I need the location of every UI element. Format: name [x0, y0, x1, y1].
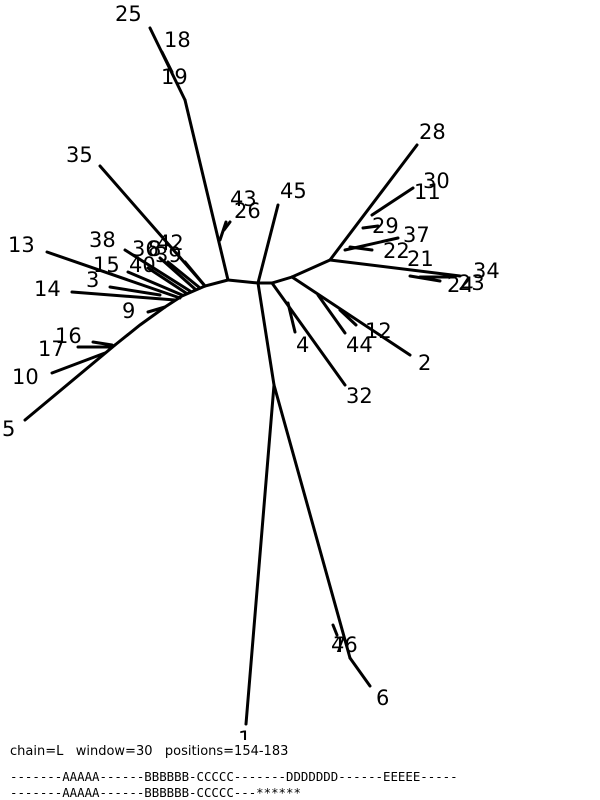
leaf-label-32: 32 [346, 384, 373, 408]
leaf-label-39: 39 [155, 243, 182, 267]
leaf-label-29: 29 [372, 214, 399, 238]
branch-9 [146, 305, 167, 314]
branch-18 [160, 50, 174, 74]
leaf-label-47: 7 [333, 633, 346, 657]
branch-long [256, 281, 276, 387]
leaf-label-3: 3 [86, 268, 99, 292]
branch-37 [343, 236, 400, 252]
leaf-label-5: 5 [2, 417, 15, 441]
branch-40 [146, 266, 188, 295]
branch-38 [123, 248, 192, 293]
leaf-label-14: 14 [34, 277, 61, 301]
branch-32 [270, 281, 347, 387]
branch-14 [70, 290, 177, 302]
branch-45 [256, 203, 280, 285]
leaf-label-8: 8 [148, 237, 161, 261]
leaf-label-40: 40 [129, 253, 156, 277]
branch-15 [126, 270, 184, 297]
branch-13 [45, 250, 182, 300]
leaf-label-34: 34 [473, 259, 500, 283]
leaf-label-13: 13 [8, 233, 35, 257]
tree-branches [23, 26, 462, 726]
leaf-label-9: 9 [122, 299, 135, 323]
leaf-label-1: 1 [238, 727, 251, 740]
branch-28 [328, 143, 419, 262]
leaf-label-28: 28 [419, 120, 446, 144]
branch-backbone-left [113, 278, 230, 347]
branch-10 [50, 351, 107, 375]
branch-44 [316, 293, 347, 335]
leaf-label-43: 43 [230, 187, 257, 211]
branch-2 [290, 275, 412, 357]
branch-backbone-center [226, 258, 332, 285]
branch-26 [222, 220, 232, 232]
leaf-label-11: 11 [414, 180, 441, 204]
branch-39 [166, 260, 202, 290]
leaf-label-24: 24 [447, 273, 474, 297]
branch-12 [338, 308, 358, 327]
branch-34 [328, 258, 462, 278]
branch-19 [183, 98, 230, 282]
branch-30 [370, 186, 415, 217]
branch-5 [23, 343, 117, 422]
branch-35 [98, 164, 207, 288]
leaf-label-12: 12 [365, 319, 392, 343]
leaf-label-42: 42 [157, 231, 184, 255]
leaf-label-38: 38 [89, 228, 116, 252]
branch-46 [331, 623, 339, 637]
leaf-label-45: 45 [280, 179, 307, 203]
leaf-label-6: 6 [376, 686, 389, 710]
branch-3 [108, 285, 162, 297]
branch-1 [244, 383, 276, 726]
leaf-label-18: 18 [164, 28, 191, 52]
leaf-label-26: 26 [234, 199, 261, 223]
leaf-label-35: 35 [66, 143, 93, 167]
window-structure-line: -------AAAAA------BBBBBB-CCCCC---****** [10, 785, 301, 800]
leaf-label-37: 37 [403, 223, 430, 247]
branch-29 [361, 224, 380, 230]
branch-16 [91, 340, 114, 347]
leaf-label-30: 30 [423, 169, 450, 193]
leaf-label-17: 17 [38, 337, 65, 361]
tree-labels: 25 18 19 28 35 30 11 45 43 26 29 37 22 2… [2, 2, 500, 740]
leaf-label-46: 46 [331, 633, 358, 657]
leaf-label-25: 25 [115, 2, 142, 26]
leaf-label-44: 44 [346, 333, 373, 357]
leaf-label-4: 4 [296, 333, 309, 357]
leaf-label-23: 23 [458, 271, 485, 295]
leaf-label-21: 21 [407, 247, 434, 271]
leaf-label-22: 22 [383, 239, 410, 263]
phylogenetic-tree: 25 18 19 28 35 30 11 45 43 26 29 37 22 2… [2, 2, 500, 740]
branch-47 [272, 383, 352, 660]
leaf-label-15: 15 [93, 253, 120, 277]
leaf-label-19: 19 [161, 65, 188, 89]
leaf-label-36: 36 [132, 237, 159, 261]
branch-36 [158, 256, 197, 291]
leaf-label-10: 10 [12, 365, 39, 389]
branch-6 [348, 656, 372, 688]
secondary-structure-line: -------AAAAA------BBBBBB-CCCCC-------DDD… [10, 769, 458, 784]
leaf-label-2: 2 [418, 351, 431, 375]
leaf-label-16: 16 [55, 324, 82, 348]
parameters-caption: chain=L window=30 positions=154-183 [10, 744, 289, 759]
